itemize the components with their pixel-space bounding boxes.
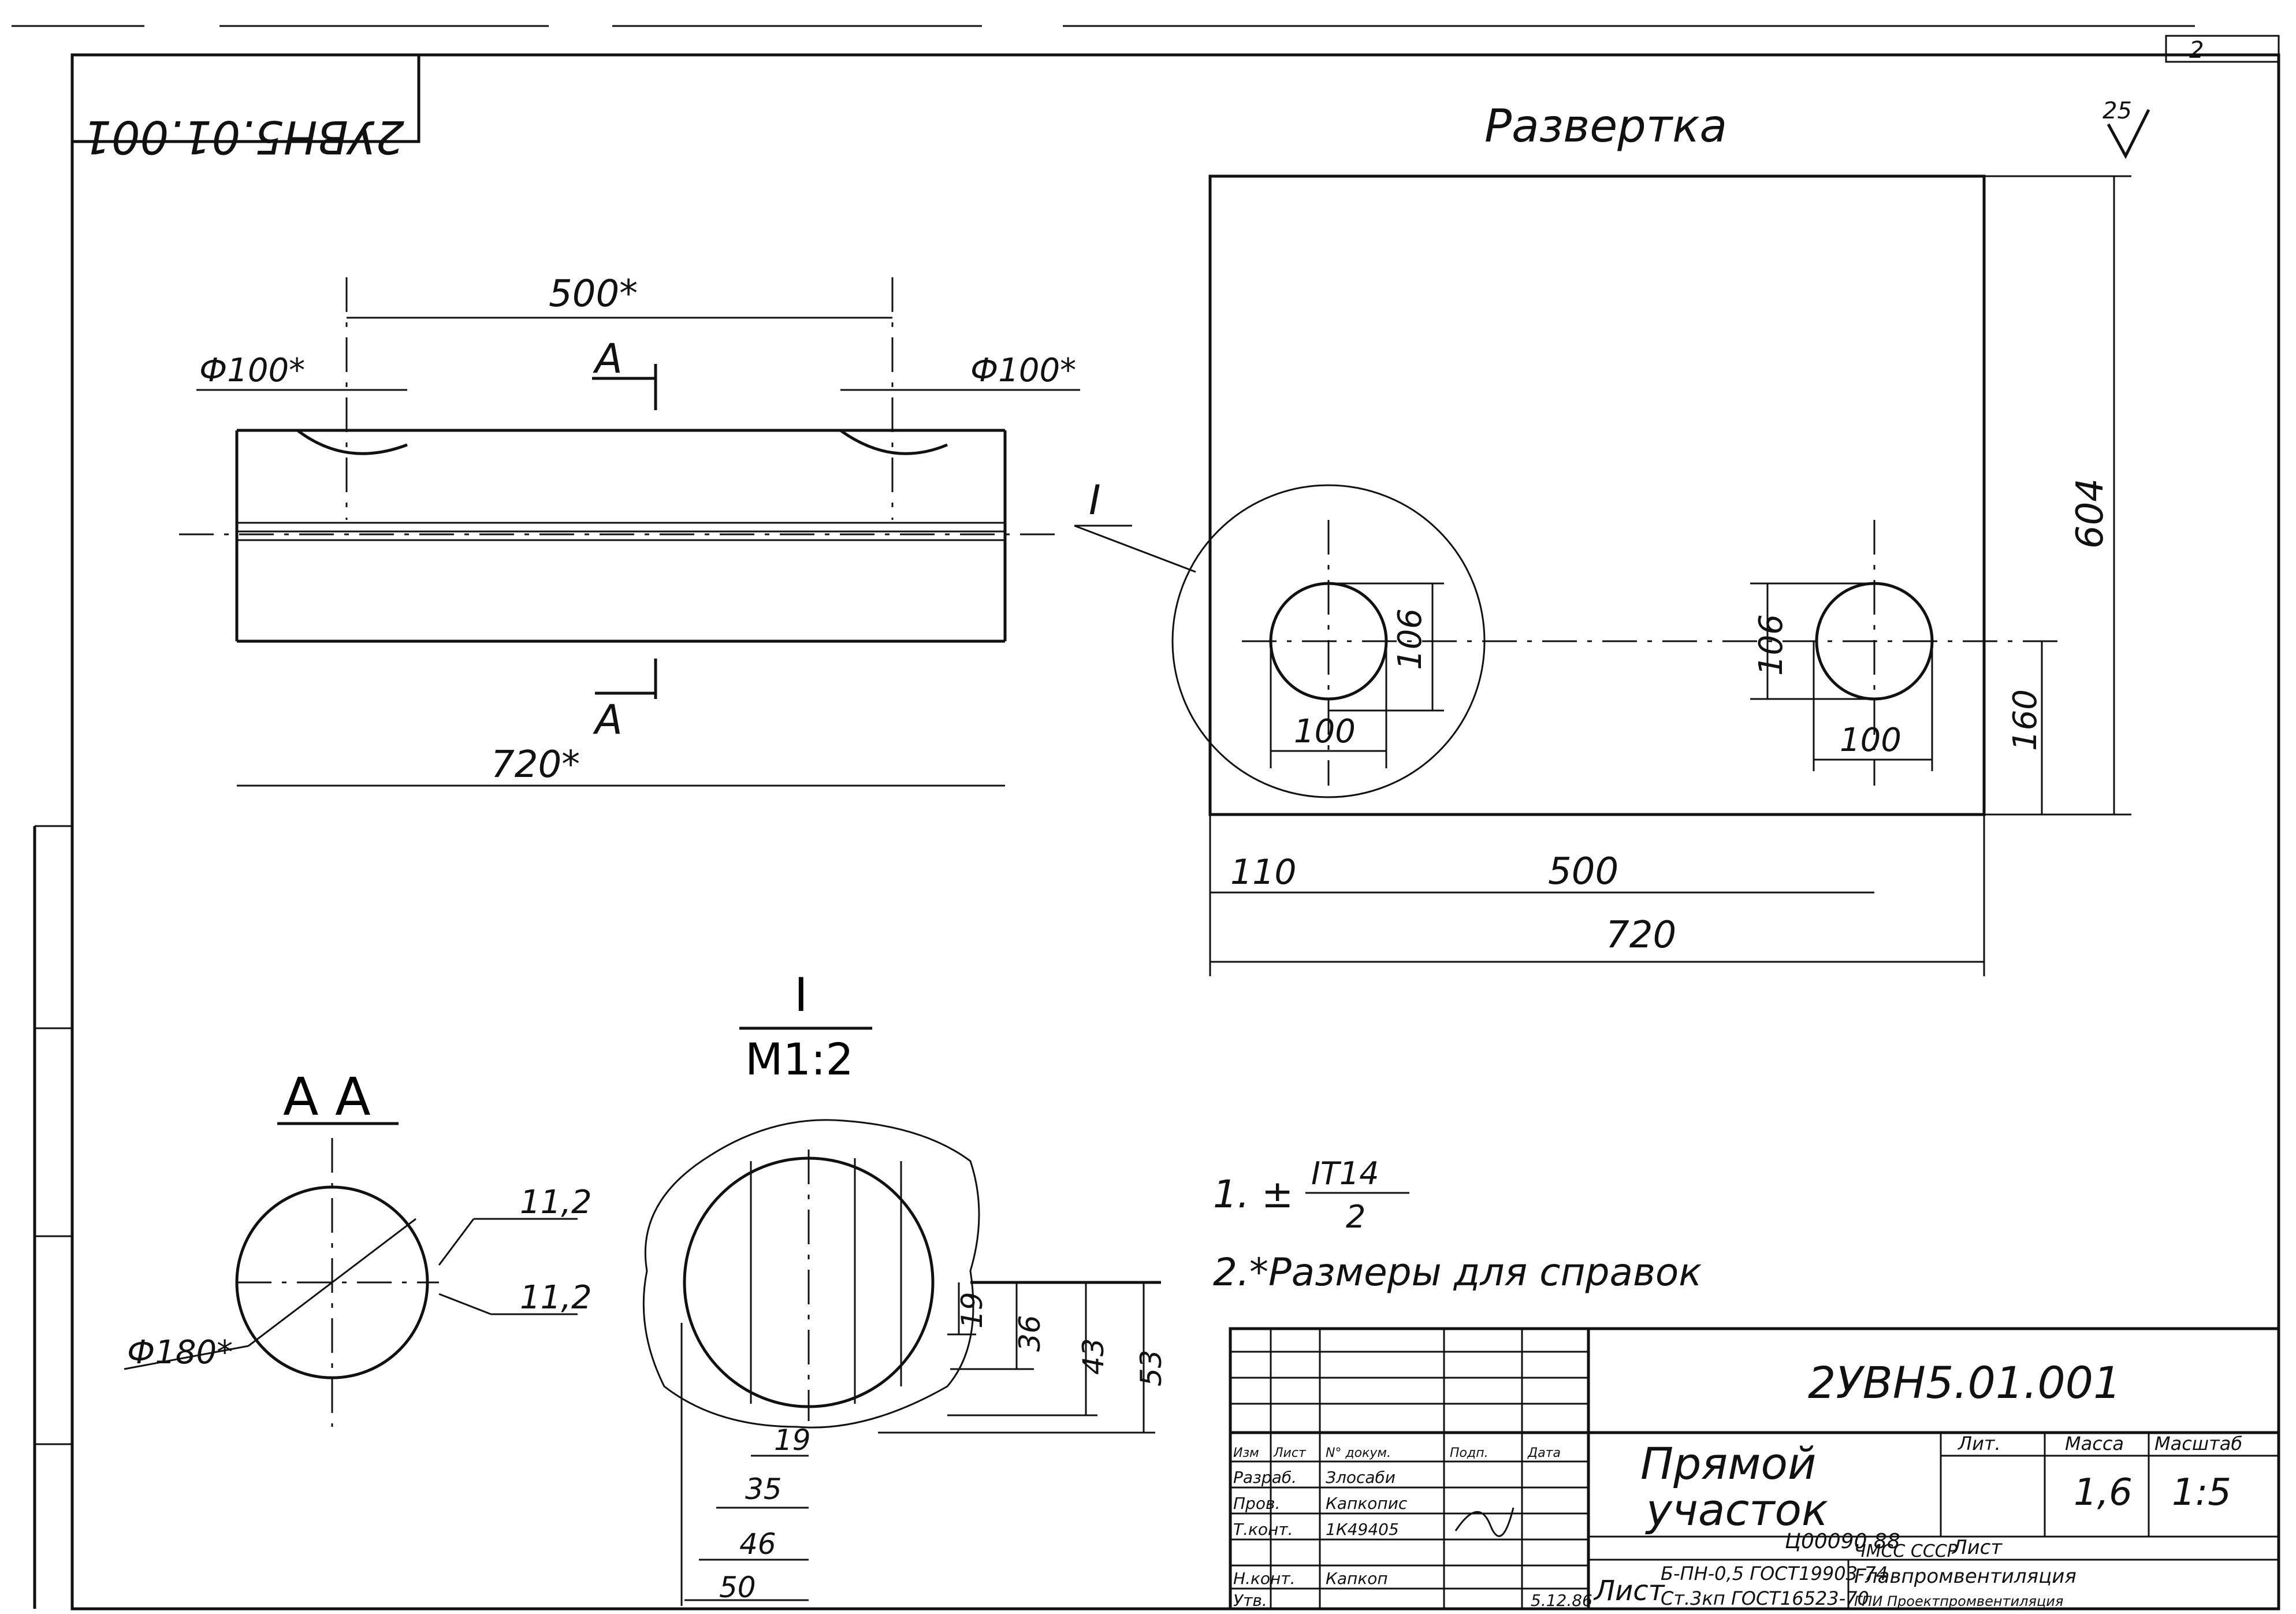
- dim-720-star: 720*: [491, 743, 580, 786]
- svg-text:Изм: Изм: [1233, 1446, 1259, 1460]
- sheet-label: Лист: [1951, 1536, 2003, 1559]
- doc-code: Ц00090 88: [1785, 1530, 1900, 1553]
- note-1-numerator: IT14: [1311, 1155, 1379, 1192]
- dim-hole-right: Ф100*: [970, 352, 1076, 389]
- svg-text:Дата: Дата: [1527, 1446, 1561, 1460]
- org-line-1: ЧМСС СССР: [1854, 1541, 1958, 1561]
- left-margin-strip: [33, 825, 72, 1609]
- dim-106-left: 106: [1391, 608, 1429, 670]
- dim-46: 46: [739, 1527, 776, 1561]
- corner-box: [2165, 35, 2280, 63]
- dim-19-horizontal: 19: [774, 1423, 811, 1457]
- dim-500: 500: [1548, 850, 1618, 893]
- razvertka-title: Развертка: [1484, 101, 1727, 153]
- dim-11-2-upper: 11,2: [520, 1184, 592, 1221]
- dim-100-right: 100: [1840, 722, 1901, 759]
- designation-mirrored: 2УВН5.01.001: [83, 110, 404, 162]
- dim-604: 604: [2069, 478, 2112, 549]
- designation-mirrored-box: [70, 53, 421, 143]
- scale-value: 1:5: [2172, 1471, 2231, 1514]
- svg-text:Разраб.: Разраб.: [1233, 1468, 1297, 1487]
- dim-500-star: 500*: [549, 273, 638, 315]
- section-mark-bottom: А: [593, 696, 623, 743]
- title-block: 2УВН5.01.001 Прямой участок Ц00090 88 Ли…: [1229, 1327, 2280, 1611]
- svg-text:Пров.: Пров.: [1233, 1494, 1280, 1513]
- signature-date: 5.12.86: [1531, 1591, 1592, 1610]
- col-lit: Лит.: [1958, 1433, 2001, 1455]
- svg-text:Т.конт.: Т.конт.: [1233, 1520, 1293, 1539]
- note-1-prefix: 1. ±: [1213, 1172, 1293, 1217]
- dim-50: 50: [719, 1571, 756, 1604]
- note-1-denominator: 2: [1346, 1199, 1365, 1235]
- notes: 1. ± IT14 2 2.*Размеры для справок: [1213, 1155, 1702, 1295]
- sheet-corner-number: 2: [2189, 37, 2204, 64]
- svg-text:Н.конт.: Н.конт.: [1233, 1569, 1296, 1588]
- development-view: Развертка 25 I 106 100 106 100 604 160: [1074, 98, 2150, 976]
- col-scale: Масштаб: [2154, 1433, 2242, 1455]
- detail-scale: М1:2: [745, 1033, 854, 1085]
- dim-phi180: Ф180*: [127, 1334, 233, 1371]
- svg-text:Капкопис: Капкопис: [1326, 1494, 1408, 1513]
- svg-text:Капкоп: Капкоп: [1326, 1569, 1388, 1588]
- section-aa-title: А А: [283, 1067, 371, 1128]
- dim-106-right: 106: [1752, 614, 1790, 676]
- detail-label: I: [794, 968, 808, 1022]
- dim-35: 35: [745, 1472, 782, 1506]
- part-name-line1: Прямой: [1640, 1438, 1816, 1489]
- dim-53: 53: [1134, 1349, 1168, 1386]
- dim-11-2-lower: 11,2: [520, 1279, 592, 1317]
- dim-hole-left: Ф100*: [199, 352, 305, 389]
- material-spec-1: Б-ПН-0,5 ГОСТ19903-74: [1661, 1563, 1888, 1585]
- drawing-frame: [70, 53, 2280, 1611]
- svg-text:Лист: Лист: [1273, 1446, 1307, 1460]
- dim-43: 43: [1077, 1338, 1110, 1375]
- detail-circle: [1171, 484, 1486, 798]
- dim-100-left: 100: [1294, 713, 1356, 750]
- roughness-value: 25: [2103, 98, 2132, 124]
- signature-header: Изм Лист N° докум. Подп. Дата: [1233, 1446, 1561, 1460]
- section-aa-view: А А Ф180* 11,2 11,2: [124, 1067, 592, 1427]
- material-prefix: Лист: [1593, 1575, 1666, 1607]
- detail-i-view: I М1:2 19 36 43 53 19 35 46 50: [642, 968, 1168, 1606]
- dim-160: 160: [2007, 689, 2044, 751]
- org-line-2: Главпромвентиляция: [1854, 1565, 2077, 1588]
- roughness-icon: [2107, 109, 2150, 159]
- org-line-3: ГПИ Проектпромвентиляция: [1854, 1593, 2063, 1609]
- dim-110: 110: [1230, 852, 1297, 892]
- signature-rows: Разраб. Злосаби Пров. Капкопис Т.конт. 1…: [1233, 1468, 1592, 1610]
- title-designation: 2УВН5.01.001: [1808, 1357, 2121, 1408]
- section-mark-top: А: [593, 335, 623, 382]
- part-name-line2: участок: [1645, 1484, 1828, 1535]
- svg-text:1К49405: 1К49405: [1326, 1520, 1399, 1539]
- svg-text:N° докум.: N° докум.: [1326, 1446, 1391, 1460]
- svg-text:Подп.: Подп.: [1450, 1446, 1489, 1460]
- note-2: 2.*Размеры для справок: [1213, 1250, 1702, 1295]
- dim-19-vertical: 19: [955, 1292, 989, 1329]
- svg-text:Злосаби: Злосаби: [1326, 1468, 1396, 1487]
- dim-36: 36: [1013, 1315, 1047, 1352]
- dim-720: 720: [1606, 914, 1676, 957]
- mass-value: 1,6: [2074, 1471, 2133, 1514]
- material-spec-2: Ст.3кп ГОСТ16523-70: [1661, 1587, 1869, 1609]
- signature-scribble: [1454, 1507, 1514, 1537]
- detail-callout: I: [1089, 477, 1101, 524]
- main-view: 500* Ф100* Ф100* А А 720*: [179, 273, 1080, 787]
- svg-text:Утв.: Утв.: [1233, 1591, 1267, 1610]
- col-mass: Масса: [2065, 1433, 2124, 1455]
